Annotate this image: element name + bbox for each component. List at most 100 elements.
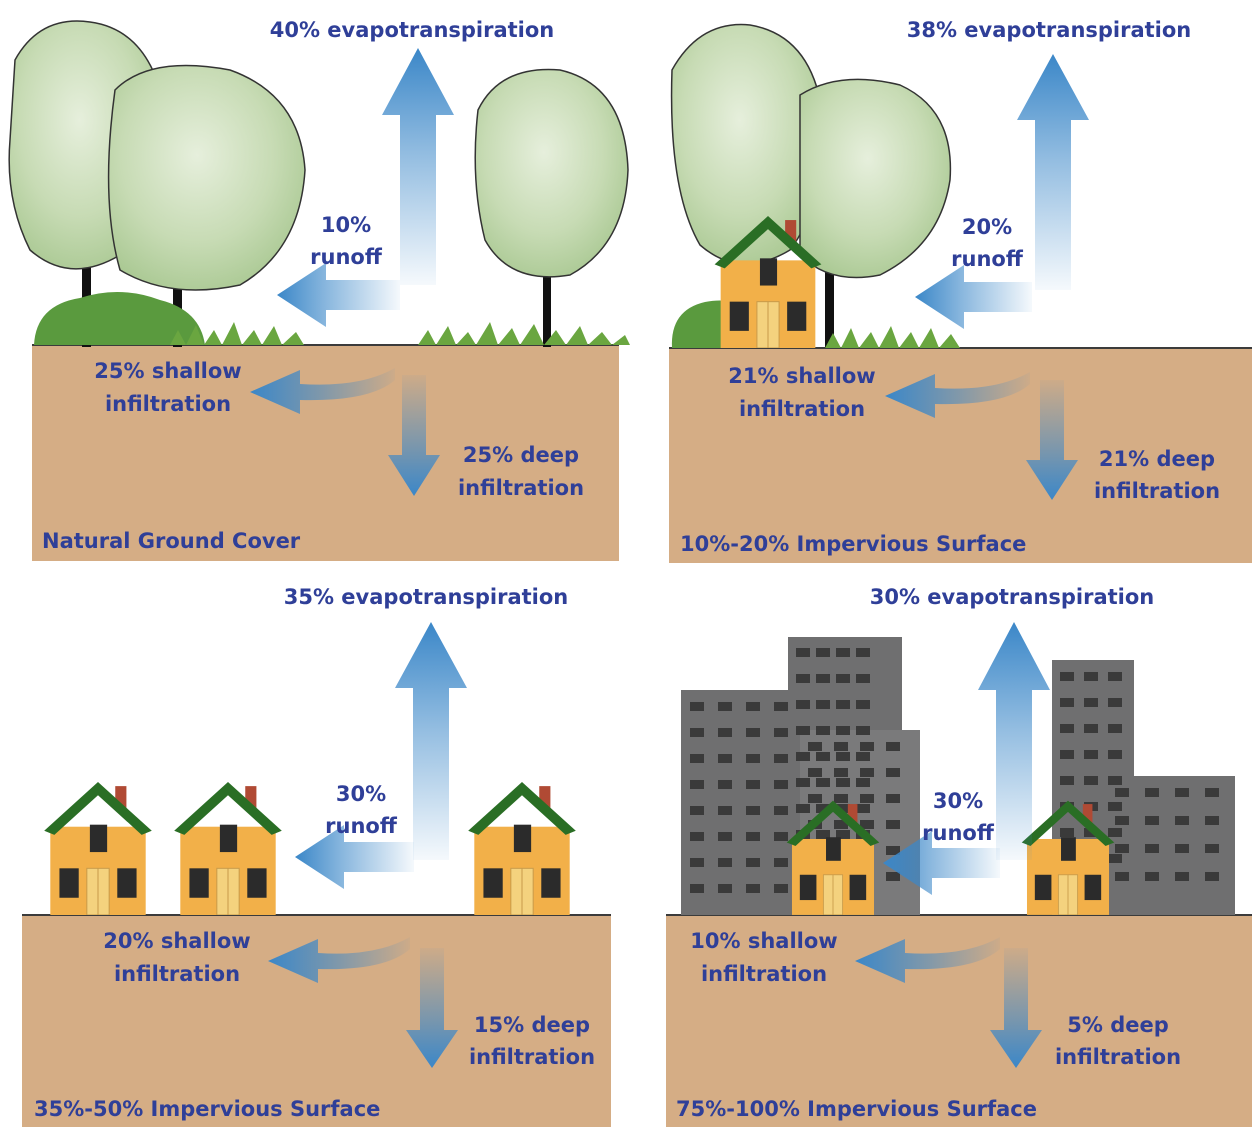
shallow-percent: 21% shallow	[728, 364, 875, 388]
runoff-percent: 20%	[962, 215, 1012, 239]
building-window	[690, 858, 704, 867]
building-window	[886, 820, 900, 829]
house	[467, 781, 577, 915]
building-window	[1084, 750, 1098, 759]
building-window	[856, 674, 870, 683]
building-window	[836, 726, 850, 735]
building-window	[690, 728, 704, 737]
runoff-arrow	[295, 825, 414, 889]
building-window	[1084, 776, 1098, 785]
evapotranspiration-arrow	[382, 48, 454, 285]
building-window	[746, 728, 760, 737]
building-window	[746, 702, 760, 711]
panel-impervious-10-20: 38% evapotranspiration 20%runoff 21% sha…	[669, 18, 1252, 563]
building-window	[746, 884, 760, 893]
runoff-label: 10% runoff	[310, 213, 383, 269]
panel-natural-ground-cover: 40% evapotranspiration 10%runoff 25% sha…	[8, 18, 630, 561]
runoff-percent: 10%	[321, 213, 371, 237]
grass	[418, 322, 630, 345]
building-window	[718, 858, 732, 867]
building-window	[816, 674, 830, 683]
surface-label: 35%-50% Impervious Surface	[34, 1097, 380, 1121]
building-window	[1205, 872, 1219, 881]
deep-percent: 21% deep	[1099, 447, 1215, 471]
panel-impervious-35-50: 35% evapotranspiration 30%runoff 20% sha…	[22, 585, 611, 1127]
building-window	[856, 752, 870, 761]
building-window	[816, 830, 830, 839]
building-window	[836, 700, 850, 709]
building-window	[1060, 698, 1074, 707]
deep-percent: 15% deep	[474, 1013, 590, 1037]
runoff-word: runoff	[951, 247, 1024, 271]
building-window	[860, 794, 874, 803]
building-window	[856, 726, 870, 735]
building-window	[834, 794, 848, 803]
building-window	[1145, 816, 1159, 825]
building-window	[856, 804, 870, 813]
runoff-label: 20% runoff	[951, 215, 1024, 271]
building-window	[796, 726, 810, 735]
runoff-arrow	[883, 831, 1000, 895]
building-window	[816, 700, 830, 709]
building-window	[1145, 788, 1159, 797]
evapotranspiration-arrow	[1017, 54, 1089, 290]
deep-infiltration-arrow	[388, 375, 440, 496]
building-window	[816, 726, 830, 735]
building-window	[746, 832, 760, 841]
building-window	[796, 674, 810, 683]
building-window	[718, 728, 732, 737]
building-window	[718, 806, 732, 815]
building-window	[856, 648, 870, 657]
deep-word: infiltration	[1055, 1045, 1181, 1069]
runoff-word: runoff	[922, 821, 995, 845]
building-window	[1060, 750, 1074, 759]
runoff-label: 30%runoff	[922, 789, 995, 845]
building-window	[774, 702, 788, 711]
building-window	[1108, 672, 1122, 681]
house	[173, 781, 283, 915]
building-window	[808, 794, 822, 803]
building-window	[690, 754, 704, 763]
grass	[170, 322, 304, 345]
evapotranspiration-label: 35% evapotranspiration	[284, 585, 569, 609]
building-window	[746, 780, 760, 789]
building-window	[886, 872, 900, 881]
building-window	[746, 806, 760, 815]
building-window	[774, 754, 788, 763]
shallow-word: infiltration	[114, 962, 240, 986]
building-window	[746, 858, 760, 867]
building-window	[774, 832, 788, 841]
deep-infiltration-arrow	[406, 948, 458, 1068]
building-window	[816, 778, 830, 787]
building-window	[836, 752, 850, 761]
runoff-arrow	[915, 265, 1032, 329]
building-window	[718, 832, 732, 841]
surface-label: 10%-20% Impervious Surface	[680, 532, 1026, 556]
soil-block	[32, 345, 619, 561]
evapotranspiration-arrow	[978, 622, 1050, 860]
building-window	[1108, 828, 1122, 837]
building-window	[860, 768, 874, 777]
building-window	[746, 754, 760, 763]
city-scene	[681, 637, 1235, 915]
building-window	[718, 754, 732, 763]
building-window	[836, 830, 850, 839]
building-window	[718, 780, 732, 789]
building-window	[690, 884, 704, 893]
building-window	[1115, 844, 1129, 853]
runoff-arrow	[277, 263, 400, 327]
shallow-word: infiltration	[701, 962, 827, 986]
building-window	[1205, 816, 1219, 825]
building-window	[886, 846, 900, 855]
building-window	[718, 884, 732, 893]
shrub	[34, 291, 205, 345]
building-window	[690, 832, 704, 841]
evapotranspiration-arrow	[395, 622, 467, 860]
building-window	[808, 742, 822, 751]
runoff-word: runoff	[310, 245, 383, 269]
building-window	[1084, 698, 1098, 707]
building-window	[690, 780, 704, 789]
